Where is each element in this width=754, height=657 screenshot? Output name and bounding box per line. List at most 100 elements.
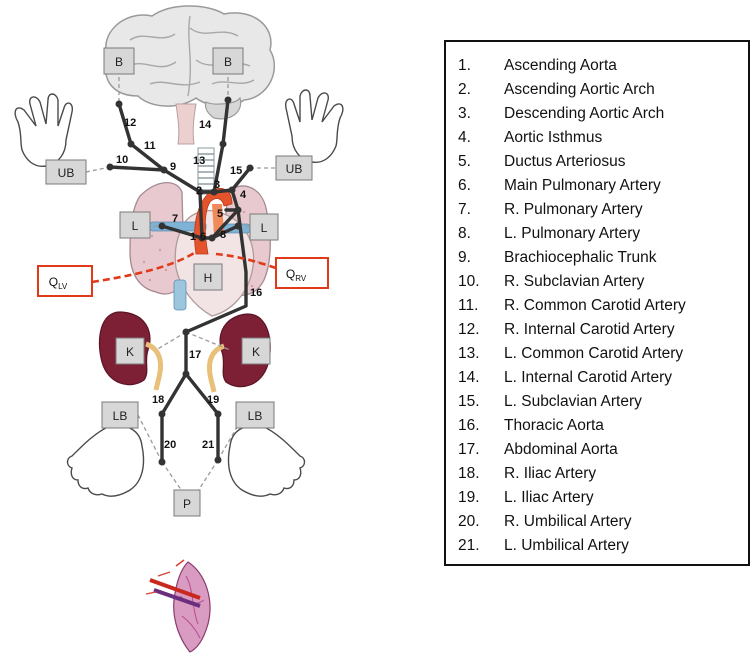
box-label: UB — [58, 166, 75, 180]
legend-item-number: 16. — [458, 414, 504, 438]
q-main: Q — [286, 267, 295, 281]
placenta-box: P — [174, 490, 200, 516]
legend-item-number: 17. — [458, 438, 504, 462]
legend-item: 11.R. Common Carotid Artery — [458, 294, 748, 318]
segment-label-2: 2 — [196, 185, 202, 197]
heart-box: H — [194, 264, 222, 290]
legend-item: 9.Brachiocephalic Trunk — [458, 246, 748, 270]
legend-item-label: Brachiocephalic Trunk — [504, 249, 657, 266]
legend-item-label: Thoracic Aorta — [504, 417, 604, 434]
legend-item: 4.Aortic Isthmus — [458, 126, 748, 150]
segment-10-path — [110, 167, 164, 170]
legend-item-number: 5. — [458, 150, 504, 174]
foot-icon — [229, 426, 305, 496]
placenta-icon — [146, 560, 210, 652]
upper-body-box-left: UB — [276, 156, 312, 180]
legend-item-label: R. Pulmonary Artery — [504, 201, 643, 218]
brain-box-left: B — [213, 48, 243, 74]
legend-item: 8.L. Pulmonary Artery — [458, 222, 748, 246]
segment-18-path — [162, 374, 186, 414]
lower-body-box-left: LB — [236, 402, 274, 428]
legend-item: 1.Ascending Aorta — [458, 54, 748, 78]
segment-label-11: 11 — [144, 140, 156, 152]
legend-item: 17.Abdominal Aorta — [458, 438, 748, 462]
box-label: P — [183, 497, 191, 511]
legend-item-number: 21. — [458, 534, 504, 558]
legend-item: 14.L. Internal Carotid Artery — [458, 366, 748, 390]
segment-label-20: 20 — [164, 439, 176, 451]
legend-item-label: R. Common Carotid Artery — [504, 297, 686, 314]
legend-item-number: 7. — [458, 198, 504, 222]
legend-item: 20.R. Umbilical Artery — [458, 510, 748, 534]
box-label: B — [224, 55, 232, 69]
segment-label-4: 4 — [240, 189, 247, 201]
legend-item-number: 9. — [458, 246, 504, 270]
lung-box-left: L — [250, 214, 278, 240]
segment-label-17: 17 — [189, 349, 201, 361]
q-sub: RV — [295, 274, 307, 283]
legend-item-number: 11. — [458, 294, 504, 318]
legend-item-number: 12. — [458, 318, 504, 342]
segment-label-5: 5 — [217, 208, 223, 220]
segment-label-14: 14 — [199, 119, 212, 131]
q-lv-box: QLV — [38, 266, 92, 296]
segment-label-19: 19 — [207, 394, 219, 406]
box-label: LB — [248, 409, 263, 423]
arterial-network-diagram: B B UB UB L L H K K LB LB P QLV QRV — [0, 0, 440, 657]
legend-item-number: 4. — [458, 126, 504, 150]
legend-item: 10.R. Subclavian Artery — [458, 270, 748, 294]
legend-item-number: 13. — [458, 342, 504, 366]
legend-item-number: 19. — [458, 486, 504, 510]
box-label: K — [126, 345, 134, 359]
legend-item: 2.Ascending Aortic Arch — [458, 78, 748, 102]
hand-icon — [286, 90, 343, 162]
q-main: Q — [49, 275, 58, 289]
lower-body-box-right: LB — [102, 402, 138, 428]
legend-item-number: 20. — [458, 510, 504, 534]
segment-label-9: 9 — [170, 161, 176, 173]
segment-label-1: 1 — [190, 231, 196, 243]
legend-item-number: 2. — [458, 78, 504, 102]
upper-body-box-right: UB — [46, 160, 86, 184]
legend-item-label: Abdominal Aorta — [504, 441, 618, 458]
legend-item-number: 15. — [458, 390, 504, 414]
legend-item: 15.L. Subclavian Artery — [458, 390, 748, 414]
box-label: H — [204, 271, 213, 285]
segment-label-3: 3 — [214, 179, 220, 191]
legend-item-label: L. Iliac Artery — [504, 489, 594, 506]
legend-item-label: L. Pulmonary Artery — [504, 225, 640, 242]
legend-item-label: Descending Aortic Arch — [504, 105, 664, 122]
segment-label-12: 12 — [124, 117, 136, 129]
legend-item-label: R. Internal Carotid Artery — [504, 321, 675, 338]
box-label: UB — [286, 162, 303, 176]
legend-item-label: R. Subclavian Artery — [504, 273, 644, 290]
segment-label-6: 6 — [200, 231, 206, 243]
segment-label-18: 18 — [152, 394, 164, 406]
legend-item-number: 6. — [458, 174, 504, 198]
segment-label-7: 7 — [172, 213, 178, 225]
legend-item-number: 1. — [458, 54, 504, 78]
legend-item-number: 18. — [458, 462, 504, 486]
kidney-box-right: K — [116, 338, 144, 364]
q-sub: LV — [58, 282, 68, 291]
segment-label-15: 15 — [230, 165, 242, 177]
legend-item-label: R. Iliac Artery — [504, 465, 596, 482]
legend-item-label: L. Subclavian Artery — [504, 393, 642, 410]
legend-item-number: 8. — [458, 222, 504, 246]
kidney-box-left: K — [242, 338, 270, 364]
legend-item-label: Ascending Aortic Arch — [504, 81, 655, 98]
legend-item: 21.L. Umbilical Artery — [458, 534, 748, 558]
legend-item: 12.R. Internal Carotid Artery — [458, 318, 748, 342]
q-rv-box: QRV — [276, 258, 328, 288]
legend-item-label: L. Umbilical Artery — [504, 537, 629, 554]
legend-item: 7.R. Pulmonary Artery — [458, 198, 748, 222]
legend-item-label: Ductus Arteriosus — [504, 153, 625, 170]
legend-item-label: R. Umbilical Artery — [504, 513, 631, 530]
box-label: L — [261, 221, 268, 235]
legend-item-label: Ascending Aorta — [504, 57, 617, 74]
legend-item: 3.Descending Aortic Arch — [458, 102, 748, 126]
segment-label-8: 8 — [220, 229, 226, 241]
legend-item: 6.Main Pulmonary Artery — [458, 174, 748, 198]
segment-label-16: 16 — [250, 287, 262, 299]
box-label: LB — [113, 409, 128, 423]
